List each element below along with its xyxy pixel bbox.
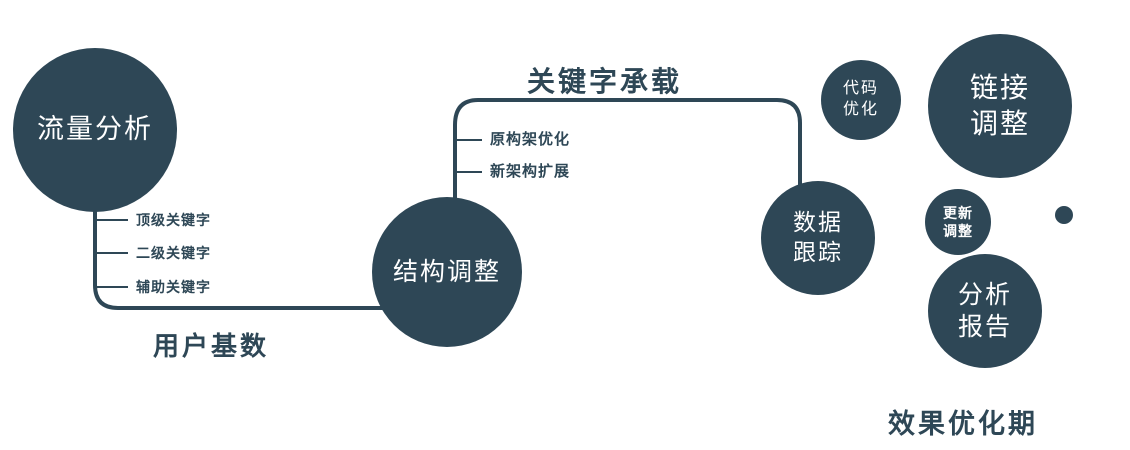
small-dot-node [1055, 206, 1073, 224]
branch-keyword-auxiliary: 辅助关键字 [136, 279, 211, 295]
branch-keyword-secondary: 二级关键字 [136, 245, 211, 261]
connector-traffic-to-structure [93, 130, 450, 310]
node-traffic-analysis-label: 流量分析 [37, 114, 153, 145]
branch-new-architecture: 新架构扩展 [490, 163, 571, 180]
node-update-adjustment: 更新 调整 [925, 189, 991, 255]
edge-label-keyword-carrying: 关键字承载 [527, 66, 683, 97]
edge-label-user-base: 用户基数 [153, 331, 270, 361]
branch-keyword-top: 顶级关键字 [136, 212, 211, 228]
node-analysis-report-label: 分析 报告 [957, 280, 1012, 342]
node-structure-adjustment: 结构调整 [372, 197, 522, 347]
branch-original-architecture: 原构架优化 [490, 131, 571, 148]
node-structure-adjustment-label: 结构调整 [392, 257, 501, 286]
footer-effect-optimization-period: 效果优化期 [888, 409, 1038, 439]
node-analysis-report: 分析 报告 [928, 254, 1042, 368]
node-data-tracking-label: 数据 跟踪 [793, 209, 843, 265]
node-link-adjustment-label: 链接 调整 [969, 71, 1030, 139]
connector-structure-to-tracking [453, 98, 802, 272]
node-code-optimization: 代码 优化 [821, 60, 901, 140]
node-link-adjustment: 链接 调整 [928, 34, 1072, 178]
node-code-optimization-label: 代码 优化 [842, 80, 879, 118]
node-data-tracking: 数据 跟踪 [761, 181, 875, 295]
node-traffic-analysis: 流量分析 [13, 48, 177, 212]
node-update-adjustment-label: 更新 调整 [943, 204, 973, 239]
